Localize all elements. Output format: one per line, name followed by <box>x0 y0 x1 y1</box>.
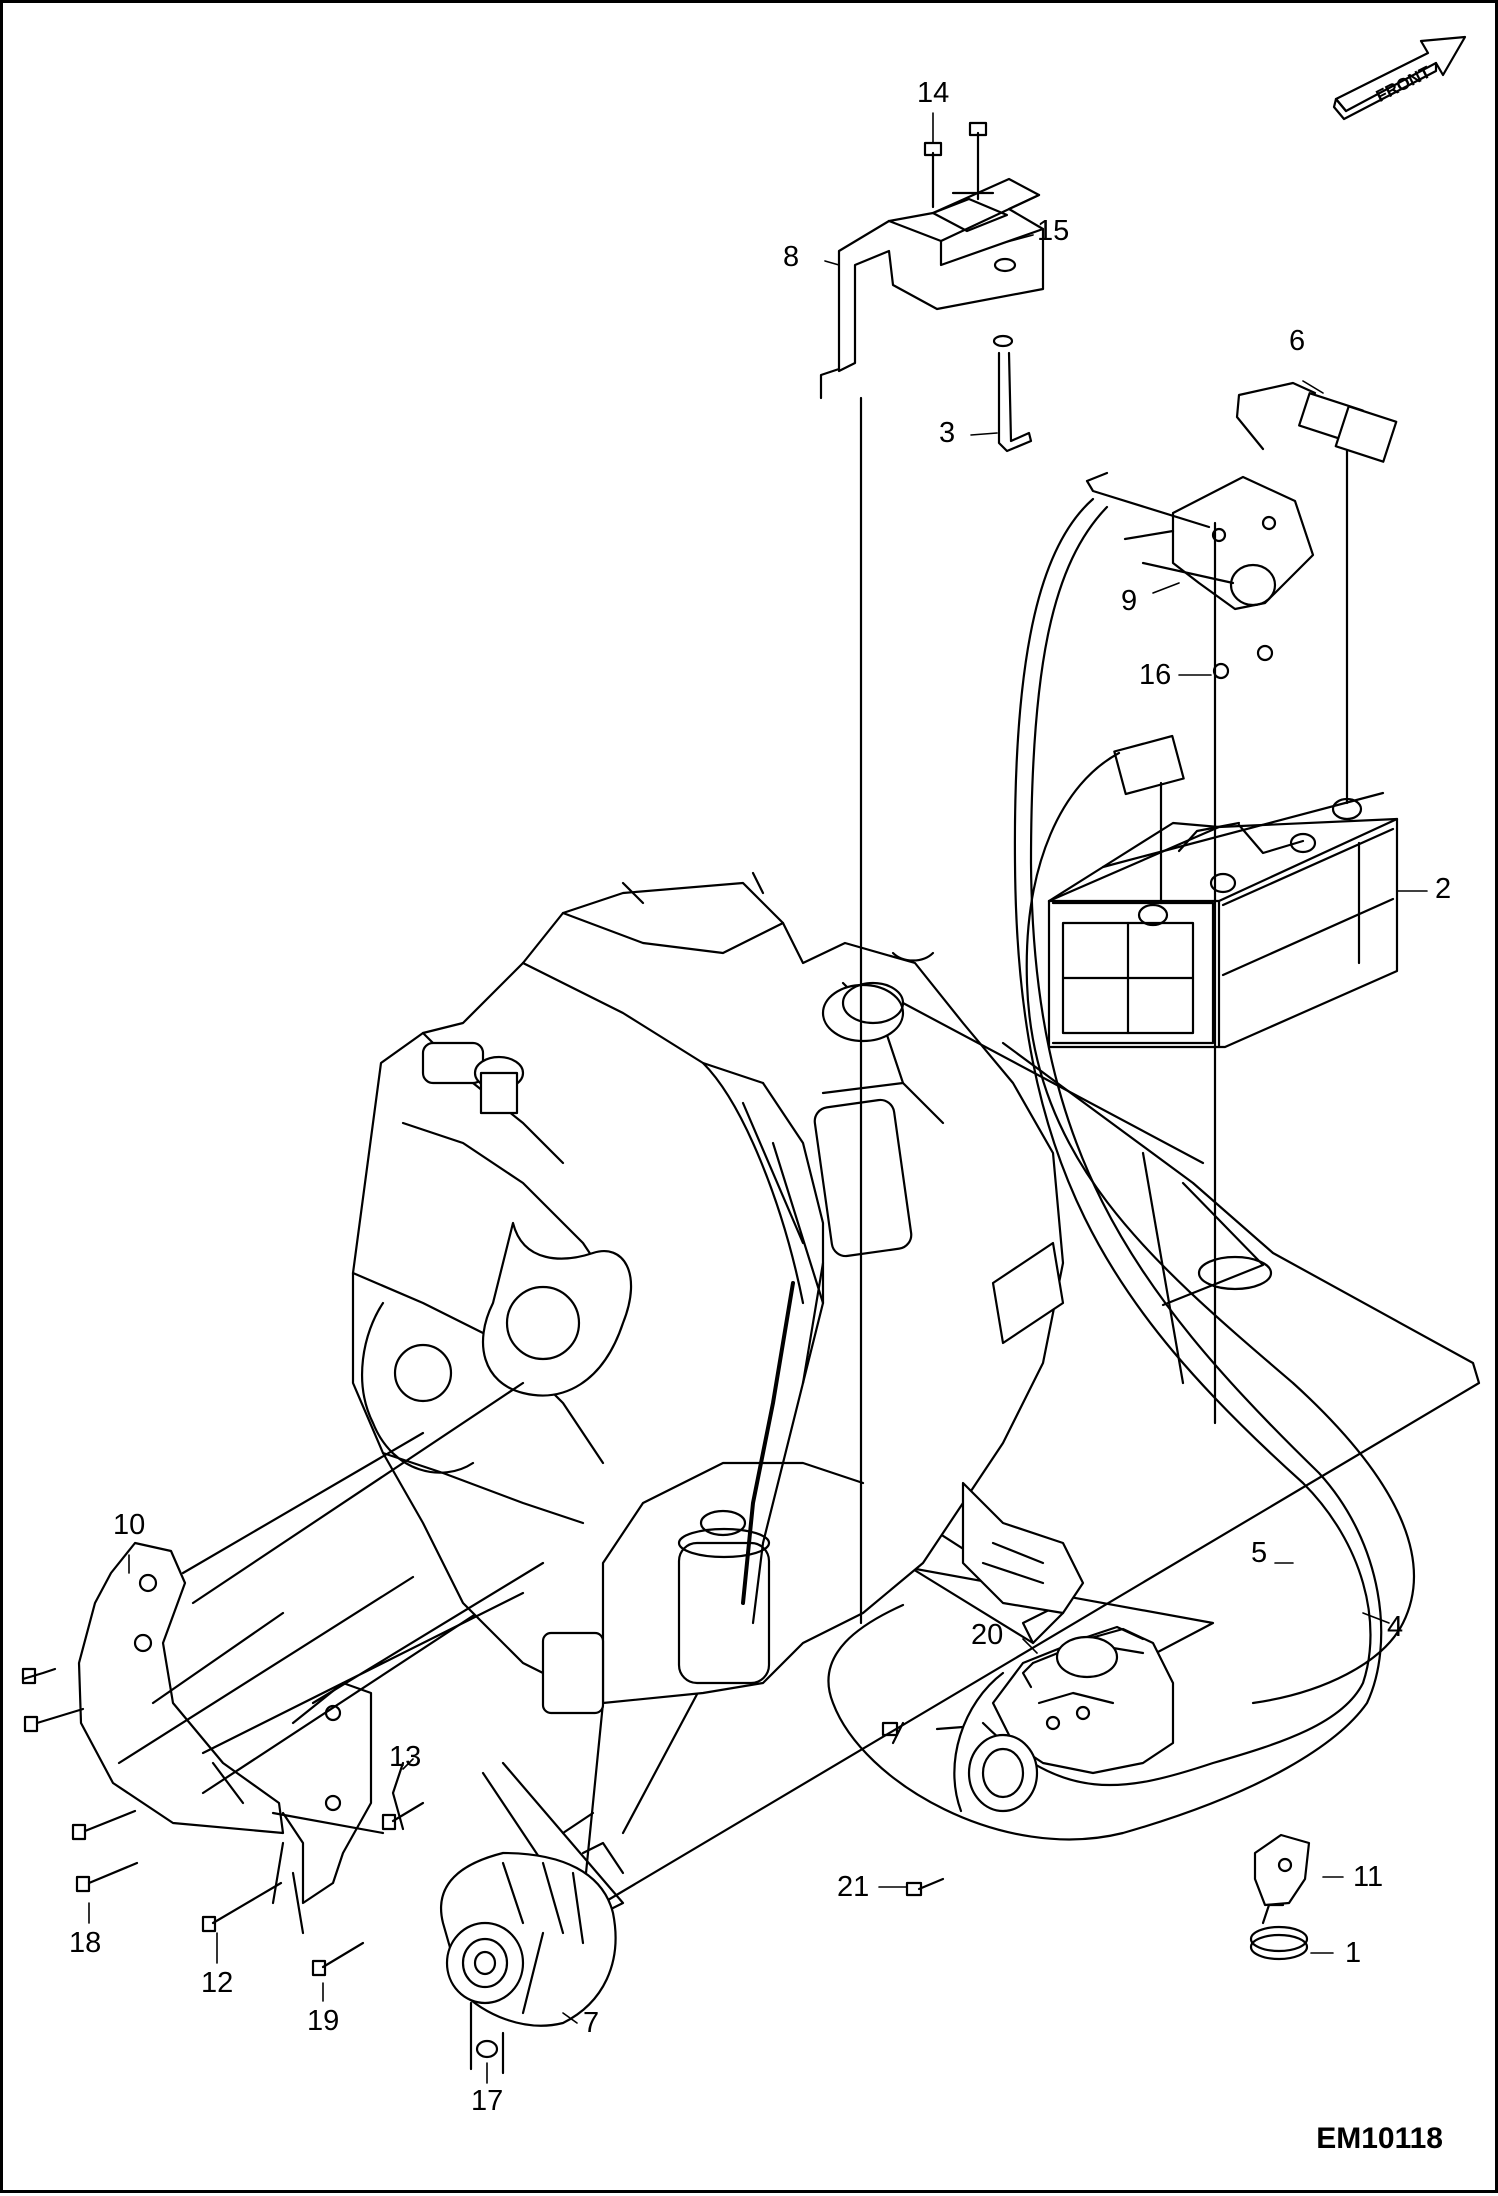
callout-leaders <box>88 112 1428 2084</box>
callout-18: 18 <box>69 1927 102 1959</box>
engine-mount-brackets-drawing <box>77 1381 545 1935</box>
callout-3: 3 <box>939 417 956 449</box>
battery-bracket-drawing <box>819 177 1045 400</box>
callout-8: 8 <box>783 241 800 273</box>
starter-motor-drawing <box>881 1625 1175 1897</box>
assembly-leader-lines <box>859 396 1349 1625</box>
callout-5: 5 <box>1251 1537 1268 1569</box>
bolt-drawings <box>923 121 1033 453</box>
front-arrow-icon <box>1332 35 1467 121</box>
callout-9: 9 <box>1121 585 1138 617</box>
battery-drawing <box>1047 791 1399 1049</box>
alternator-drawing <box>440 1811 625 2075</box>
connector-drawing <box>1298 392 1398 463</box>
battery-cables-drawing <box>827 497 1415 1841</box>
callout-12: 12 <box>201 1967 234 1999</box>
callout-10: 10 <box>113 1509 146 1541</box>
battery-terminal-cover-drawing <box>1113 734 1185 796</box>
mount-bolts-drawing <box>21 1667 425 1977</box>
engine-drawing <box>351 871 1085 1715</box>
callout-4: 4 <box>1387 1611 1404 1643</box>
callout-11: 11 <box>1353 1861 1384 1893</box>
callout-6: 6 <box>1289 325 1306 357</box>
callout-13: 13 <box>389 1741 422 1773</box>
solenoid-relay-drawing <box>1085 381 1317 680</box>
callout-14: 14 <box>917 77 950 109</box>
callout-19: 19 <box>307 2005 340 2037</box>
callout-20: 20 <box>971 1619 1004 1651</box>
callout-15: 15 <box>1037 215 1070 247</box>
callout-7: 7 <box>583 2007 600 2039</box>
callout-17: 17 <box>471 2085 504 2117</box>
engine-electrical-exploded-view <box>21 35 1481 2084</box>
callout-2: 2 <box>1435 873 1452 905</box>
callout-16: 16 <box>1139 659 1172 691</box>
drawing-code: EM10118 <box>1316 2122 1443 2155</box>
clamp-drawings <box>1249 1833 1311 1961</box>
callout-1: 1 <box>1345 1937 1362 1969</box>
callout-21: 21 <box>837 1871 870 1903</box>
